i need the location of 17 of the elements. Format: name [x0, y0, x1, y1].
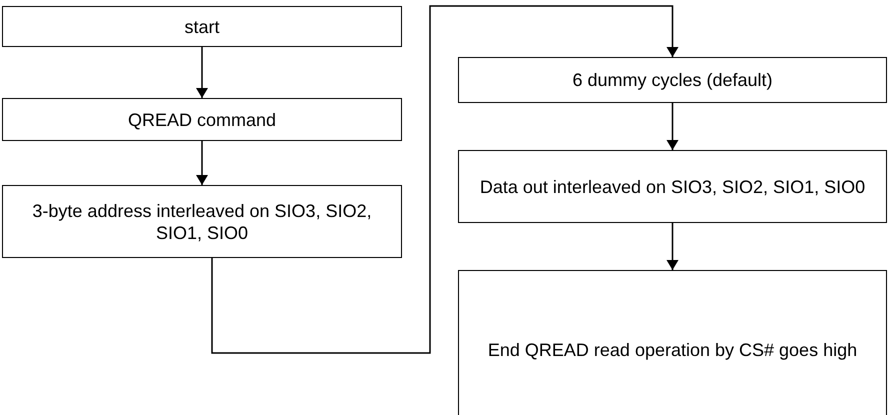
- box-label: QREAD command: [128, 108, 276, 130]
- process-box: [2, 185, 402, 258]
- arrow: [196, 141, 208, 185]
- process-box: [2, 98, 402, 141]
- box-label: 6 dummy cycles (default): [572, 69, 773, 91]
- box-label: 3-byte address interleaved on SIO3, SIO2, SIO1, SIO0: [31, 200, 373, 244]
- process-box: [458, 150, 887, 223]
- process-box: [458, 270, 887, 415]
- arrow: [666, 103, 678, 150]
- process-box: [2, 6, 402, 47]
- box-label: Data out interleaved on SIO3, SIO2, SIO1, SIO0: [480, 176, 866, 198]
- box-label: End QREAD read operation by CS# goes high: [488, 339, 858, 361]
- arrow: [211, 5, 678, 354]
- process-box: [458, 57, 887, 103]
- arrow: [666, 223, 678, 270]
- box-label: start: [184, 16, 220, 38]
- arrow: [196, 47, 208, 98]
